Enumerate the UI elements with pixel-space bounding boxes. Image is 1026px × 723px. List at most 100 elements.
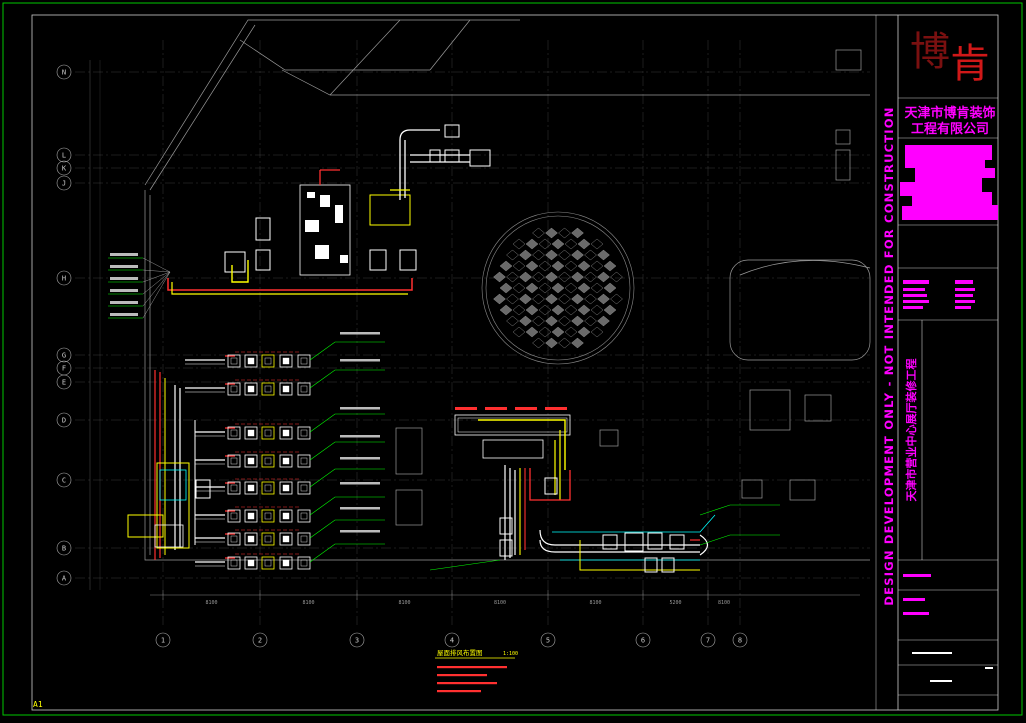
exhaust-fan-unit <box>227 454 241 468</box>
fan-row-leader <box>309 468 385 488</box>
left-tag-leader <box>142 269 171 273</box>
exhaust-fan-core <box>264 512 272 520</box>
exhaust-fan-unit <box>297 454 311 468</box>
dome-diamond <box>538 260 552 272</box>
exhaust-fan-unit <box>261 509 275 523</box>
grid-row-label: F <box>62 365 66 373</box>
grid-col-label: 4 <box>450 637 454 645</box>
exhaust-fan-core <box>247 484 255 492</box>
grid-col-label: 7 <box>706 637 710 645</box>
dimension-value: 8100 <box>494 600 506 606</box>
dome-diamond <box>551 238 565 250</box>
grid-row-bubble <box>56 160 72 176</box>
fan-tag-bar <box>340 332 380 335</box>
exhaust-fan-core <box>300 429 308 437</box>
exhaust-fan-unit <box>297 426 311 440</box>
grid-row-label: K <box>62 165 67 173</box>
grid-row-label: H <box>62 275 66 283</box>
grid-col-label: 1 <box>161 637 165 645</box>
dome-diamond <box>577 304 591 316</box>
dome-diamond <box>584 271 597 283</box>
left-tag-leader <box>142 271 171 319</box>
grid-col-bubble <box>349 632 365 648</box>
dome-diamond <box>603 260 617 272</box>
dome-diamond <box>538 326 552 338</box>
left-tag-leader <box>142 271 171 283</box>
plan-title: 屋面排风布置图 <box>437 648 483 657</box>
dome-diamond <box>558 293 571 305</box>
grid-col-label: 6 <box>641 637 645 645</box>
exhaust-fan-core <box>247 385 255 393</box>
dome-diamond <box>493 271 506 283</box>
dome-diamond <box>532 249 545 261</box>
fan-row-leader <box>309 543 385 563</box>
project-name: 天津市营业中心展厅装修工程 <box>900 300 922 560</box>
grid-row-label: A <box>62 575 67 583</box>
dome-diamond <box>558 315 571 327</box>
grid-col-label: 5 <box>546 637 550 645</box>
grid-row-bubble <box>56 472 72 488</box>
fan-row-leader <box>309 519 385 539</box>
title-block-grid <box>898 97 998 696</box>
sheet-size-label: A1 <box>33 700 43 709</box>
exhaust-fan-core <box>282 457 290 465</box>
annotation-leaders <box>108 253 780 571</box>
dome-diamond <box>499 260 513 272</box>
duct-tag-bar <box>455 407 477 410</box>
fan-tag-bar <box>340 530 380 533</box>
exhaust-fan-unit <box>297 509 311 523</box>
dome-diamond <box>564 238 578 250</box>
exhaust-fan-core <box>247 357 255 365</box>
grid-lines <box>75 40 870 625</box>
dome-diamond <box>499 304 513 316</box>
grid-col-bubble <box>635 632 651 648</box>
exhaust-fan-core <box>282 512 290 520</box>
exhaust-fan-unit <box>279 481 293 495</box>
dome-diamond <box>564 260 578 272</box>
grid-row-label: B <box>62 545 66 553</box>
left-tag-label-bar <box>110 265 138 268</box>
project-name-text: 天津市营业中心展厅装修工程 <box>905 358 918 502</box>
dome-diamond <box>532 337 545 349</box>
left-tag-label-bar <box>110 289 138 292</box>
exhaust-fan-unit <box>244 354 258 368</box>
exhaust-fan-unit <box>227 532 241 546</box>
exhaust-fan-unit <box>279 509 293 523</box>
dome-diamond <box>590 282 604 294</box>
exhaust-fan-core <box>230 559 238 567</box>
left-tag-label-bar <box>110 301 138 304</box>
dome-diamond <box>577 282 591 294</box>
plan-notes <box>435 657 515 693</box>
exhaust-fan-rows <box>185 341 385 570</box>
grid-row-bubble <box>56 540 72 556</box>
dome-diamond <box>545 249 558 261</box>
dome-diamond <box>519 271 532 283</box>
dome-diamond <box>545 271 558 283</box>
exhaust-fan-core <box>264 484 272 492</box>
grid-col-bubble <box>700 632 716 648</box>
title-block-white-bars <box>912 652 993 682</box>
fan-tag-bar <box>340 359 380 362</box>
dimension-value: 8100 <box>589 600 601 606</box>
exhaust-fan-unit <box>261 481 275 495</box>
dome-diamond <box>551 326 565 338</box>
exhaust-fan-core <box>282 484 290 492</box>
dome-diamond <box>577 238 591 250</box>
left-tag-label-bar <box>110 277 138 280</box>
exhaust-fan-unit <box>297 382 311 396</box>
right-leader-1 <box>699 504 780 516</box>
exhaust-fan-unit <box>227 426 241 440</box>
dome-diamond <box>538 282 552 294</box>
fan-row-leader <box>309 413 385 433</box>
dome-diamond <box>571 271 584 283</box>
exhaust-fan-unit <box>279 382 293 396</box>
fan-tag-bar <box>340 407 380 410</box>
dome-diamond <box>506 249 519 261</box>
left-tag-leader <box>142 257 171 273</box>
grid-col-bubble <box>444 632 460 648</box>
duct-tag-bar <box>515 407 537 410</box>
dome-diamond <box>519 293 532 305</box>
grid-row-bubble <box>56 412 72 428</box>
